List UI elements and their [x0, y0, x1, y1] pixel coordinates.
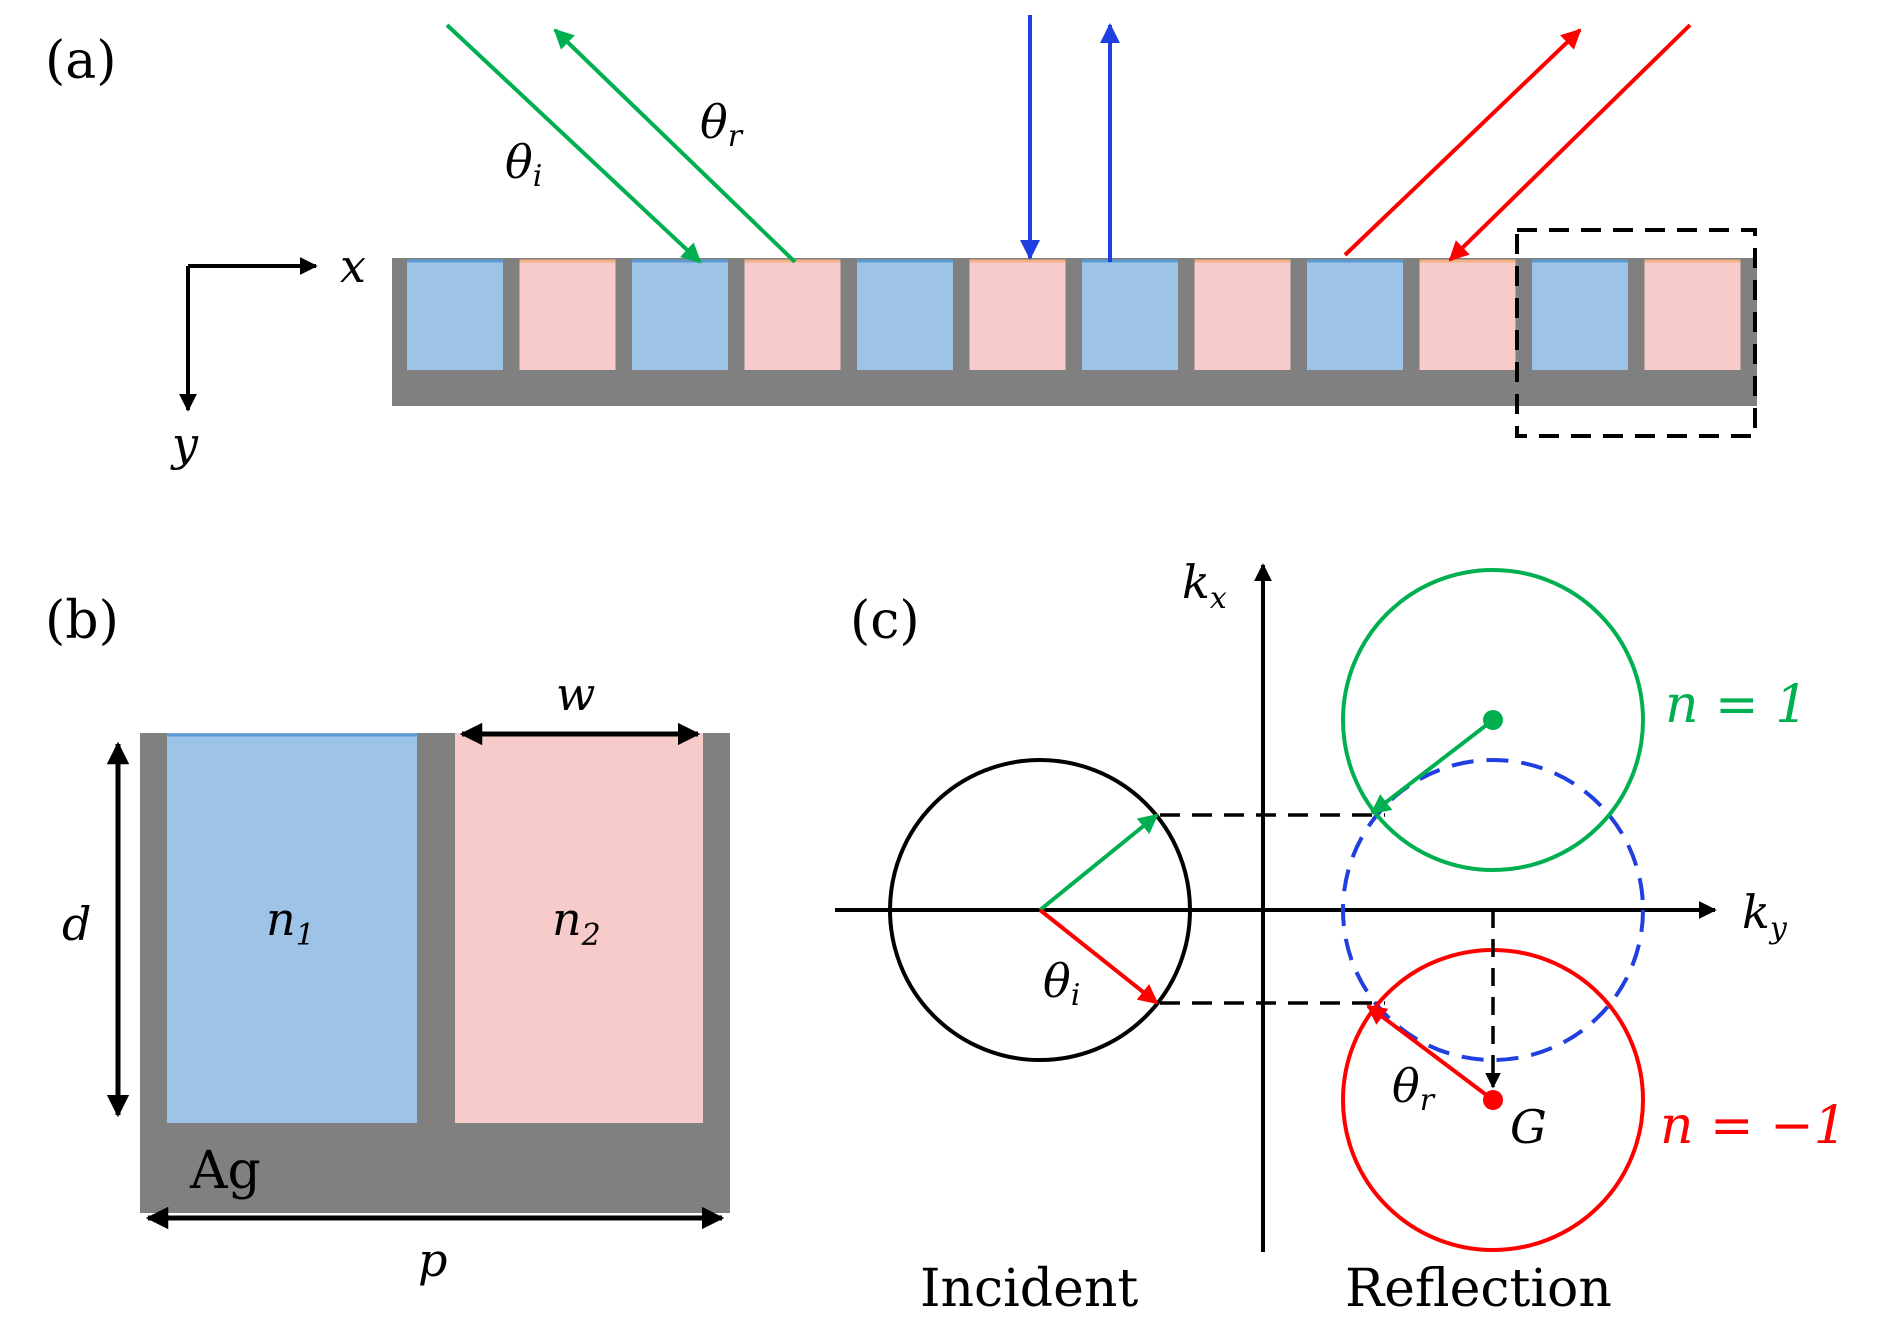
panel-c-label: (c)	[850, 591, 920, 651]
theta-r-label-a: θr	[700, 95, 744, 154]
material-2-cell	[1194, 260, 1291, 370]
unit-cell-highlight	[1515, 228, 1757, 438]
theta-i-label-c: θi	[1043, 954, 1080, 1013]
metal-label: Ag	[189, 1141, 261, 1201]
material-2-cell	[969, 260, 1066, 370]
caption-incident: Incident	[920, 1259, 1138, 1319]
order-minus-one-label: n = −1	[1660, 1096, 1847, 1156]
kx-label: kx	[1182, 555, 1227, 616]
red-incident-ray	[1448, 23, 1692, 262]
reflected-k-green	[1370, 718, 1495, 815]
material-1-cell	[857, 260, 953, 370]
width-label: w	[556, 667, 595, 721]
material-1-cell	[1532, 260, 1628, 370]
order-plus-one-label: n = 1	[1665, 675, 1808, 735]
n2-label: n2	[552, 892, 601, 953]
grating-vector-label: G	[1510, 1100, 1547, 1154]
period-label: p	[418, 1233, 447, 1287]
incident-circle	[888, 758, 1192, 1062]
unit-cell-material-2	[455, 733, 703, 1123]
material-1-cell	[1307, 260, 1403, 370]
panel-a: (a) x y θi θr	[45, 15, 1757, 471]
panel-b-label: (b)	[45, 591, 119, 651]
axis-y-label: y	[170, 417, 199, 471]
material-1-cell	[632, 260, 728, 370]
red-reflected-ray	[1343, 28, 1582, 257]
green-reflected-ray	[553, 28, 797, 264]
incident-k-green	[1038, 813, 1159, 912]
incident-k-red	[1038, 908, 1159, 1005]
order-plus-one-circle	[1341, 568, 1645, 872]
theta-r-label-c: θr	[1392, 1059, 1436, 1118]
reflected-k-red	[1366, 1004, 1495, 1102]
panel-a-label: (a)	[45, 31, 117, 91]
material-2-cell	[1644, 260, 1741, 370]
n1-label: n1	[266, 892, 315, 953]
metal-substrate	[392, 258, 1757, 406]
axis-x-label: x	[340, 239, 366, 293]
material-2-cell	[1419, 260, 1516, 370]
depth-label: d	[62, 897, 91, 951]
caption-reflection: Reflection	[1345, 1259, 1612, 1319]
material-1-cell	[1082, 260, 1178, 370]
material-2-cell	[519, 260, 616, 370]
material-1-cell	[407, 260, 503, 370]
ky-label: ky	[1742, 885, 1788, 946]
unit-cell-material-1	[167, 733, 417, 1123]
theta-i-label-a: θi	[505, 135, 542, 194]
green-incident-ray	[445, 23, 702, 264]
material-2-cell	[744, 260, 841, 370]
panel-b: (b) n1 n2 Ag w d p	[45, 591, 730, 1287]
grating-strip	[392, 258, 1757, 406]
panel-c: (c) kx ky θi G θr n = 1 n = −1 In	[835, 555, 1847, 1319]
order-zero-circle	[1341, 758, 1645, 1062]
